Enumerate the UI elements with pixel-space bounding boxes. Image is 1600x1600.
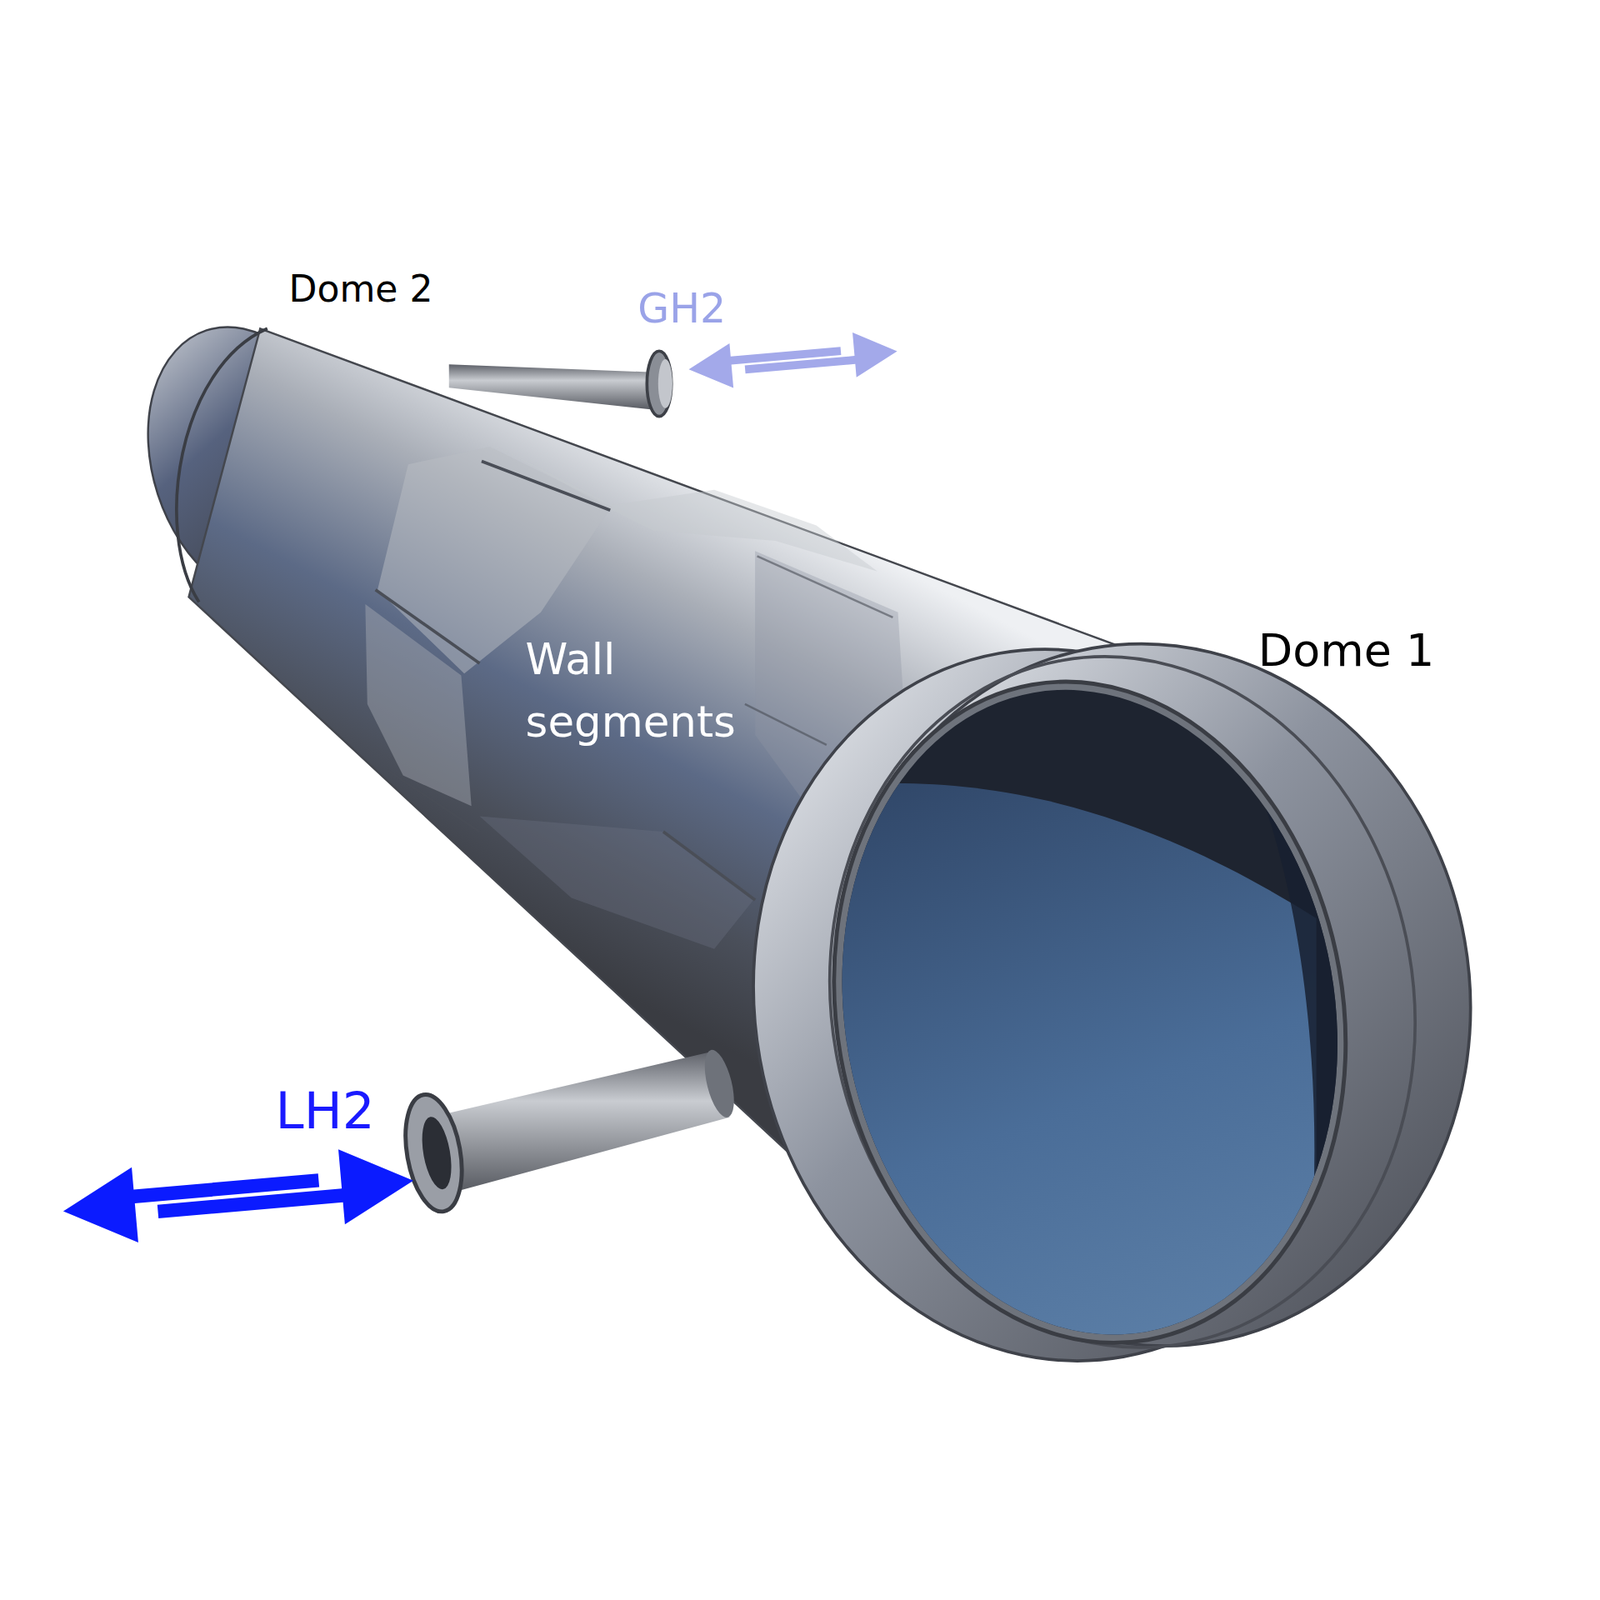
lh2-flow-arrow xyxy=(60,1143,417,1250)
part-label: Dome 1 xyxy=(1258,624,1435,679)
flow-label: LH2 xyxy=(275,1080,375,1141)
part-label: Dome 2 xyxy=(289,267,434,312)
part-label: Wall segments xyxy=(525,628,736,753)
gh2-flow-arrow xyxy=(686,329,900,393)
flow-label: GH2 xyxy=(637,285,726,335)
